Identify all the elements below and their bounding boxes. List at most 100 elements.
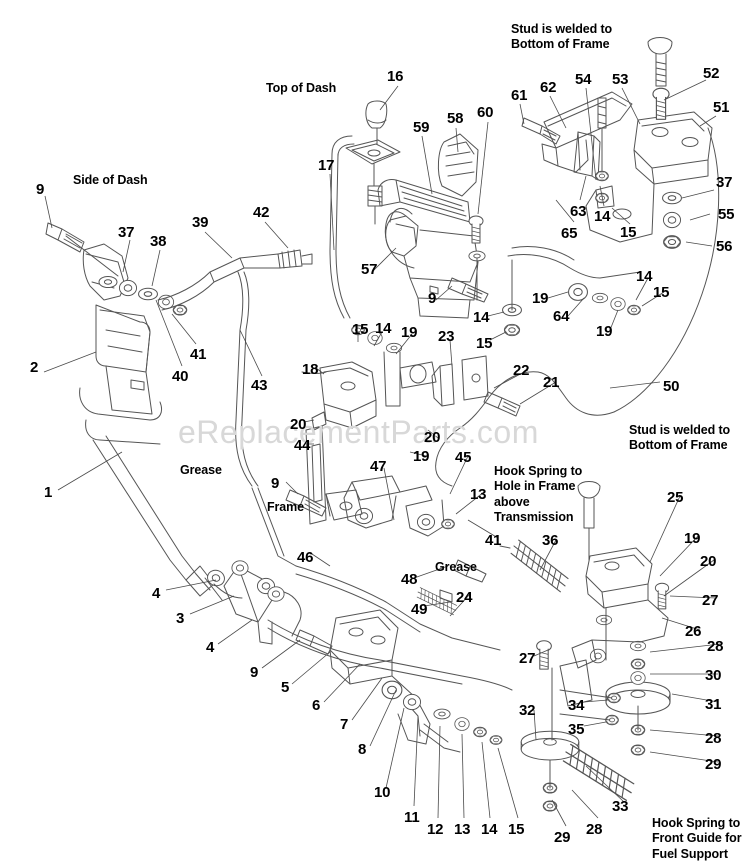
callout-64: 64 [553,308,570,325]
callout-16: 16 [387,68,404,85]
callout-5: 5 [281,679,290,696]
callout-18: 18 [302,361,319,378]
callout-49: 49 [411,601,428,618]
callout-13: 13 [454,821,471,838]
callout-9: 9 [250,664,259,681]
callout-20: 20 [290,416,307,433]
callout-44: 44 [294,437,311,454]
callout-19: 19 [684,530,701,547]
callout-53: 53 [612,71,629,88]
leader-lines [43,79,721,827]
callout-19: 19 [596,323,613,340]
callout-65: 65 [561,225,578,242]
callout-58: 58 [447,110,464,127]
callout-27: 27 [702,592,719,609]
callout-36: 36 [542,532,559,549]
callout-9: 9 [36,181,45,198]
callout-23: 23 [438,328,455,345]
callout-25: 25 [667,489,684,506]
callout-9: 9 [271,475,280,492]
callout-57: 57 [361,261,378,278]
note-stud-welded-mid: Stud is welded to Bottom of Frame [629,423,731,453]
callout-8: 8 [358,741,367,758]
callout-41: 41 [485,532,502,549]
callout-17: 17 [318,157,335,174]
callout-45: 45 [455,449,472,466]
callout-3: 3 [176,610,185,627]
callout-29: 29 [705,756,722,773]
callout-62: 62 [540,79,557,96]
callout-24: 24 [456,589,473,606]
callout-14: 14 [636,268,653,285]
callout-6: 6 [312,697,321,714]
callout-14: 14 [473,309,490,326]
callout-56: 56 [716,238,733,255]
callout-9: 9 [428,290,437,307]
callout-12: 12 [427,821,444,838]
callout-11: 11 [404,809,420,826]
callout-26: 26 [685,623,702,640]
callout-43: 43 [251,377,268,394]
callout-15: 15 [476,335,493,352]
callout-47: 47 [370,458,387,475]
callout-33: 33 [612,798,629,815]
callout-21: 21 [543,374,560,391]
callout-14: 14 [594,208,611,225]
callout-28: 28 [586,821,603,838]
callout-50: 50 [663,378,680,395]
callout-37: 37 [118,224,135,241]
callout-10: 10 [374,784,391,801]
callout-19: 19 [413,448,430,465]
callout-38: 38 [150,233,167,250]
note-grease-mid: Grease [435,560,477,574]
callout-60: 60 [477,104,494,121]
callout-34: 34 [568,697,585,714]
callout-1: 1 [44,484,53,501]
callout-22: 22 [513,362,530,379]
callout-46: 46 [297,549,314,566]
callout-4: 4 [206,639,215,656]
callout-14: 14 [481,821,498,838]
callout-55: 55 [718,206,735,223]
callout-30: 30 [705,667,722,684]
callout-40: 40 [172,368,189,385]
note-top-of-dash: Top of Dash [266,81,337,95]
callout-29: 29 [554,829,571,846]
callout-35: 35 [568,721,585,738]
callout-52: 52 [703,65,720,82]
callout-39: 39 [192,214,209,231]
callout-14: 14 [375,320,392,337]
callout-31: 31 [705,696,722,713]
callout-15: 15 [620,224,637,241]
watermark-text: eReplacementParts.com [178,414,539,450]
callout-19: 19 [401,324,418,341]
callout-7: 7 [340,716,349,733]
callout-19: 19 [532,290,549,307]
callout-54: 54 [575,71,592,88]
callout-20: 20 [700,553,717,570]
callout-48: 48 [401,571,418,588]
callout-37: 37 [716,174,733,191]
callout-51: 51 [713,99,730,116]
note-hook-spring-guide: Hook Spring to Front Guide for Fuel Supp… [652,816,742,861]
callout-59: 59 [413,119,430,136]
callout-32: 32 [519,702,536,719]
callout-20: 20 [424,429,441,446]
callout-27: 27 [519,650,536,667]
callout-63: 63 [570,203,587,220]
callout-42: 42 [253,204,270,221]
callout-13: 13 [470,486,487,503]
callout-61: 61 [511,87,528,104]
callout-15: 15 [508,821,525,838]
note-frame: Frame [267,500,305,514]
callout-15: 15 [653,284,670,301]
note-hook-spring-hole: Hook Spring to Hole in Frame above Trans… [494,464,583,524]
callout-28: 28 [707,638,724,655]
callout-2: 2 [30,359,39,376]
callout-4: 4 [152,585,161,602]
callout-15: 15 [352,321,369,338]
note-grease-left: Grease [180,463,222,477]
note-side-of-dash: Side of Dash [73,173,148,187]
callout-28: 28 [705,730,722,747]
